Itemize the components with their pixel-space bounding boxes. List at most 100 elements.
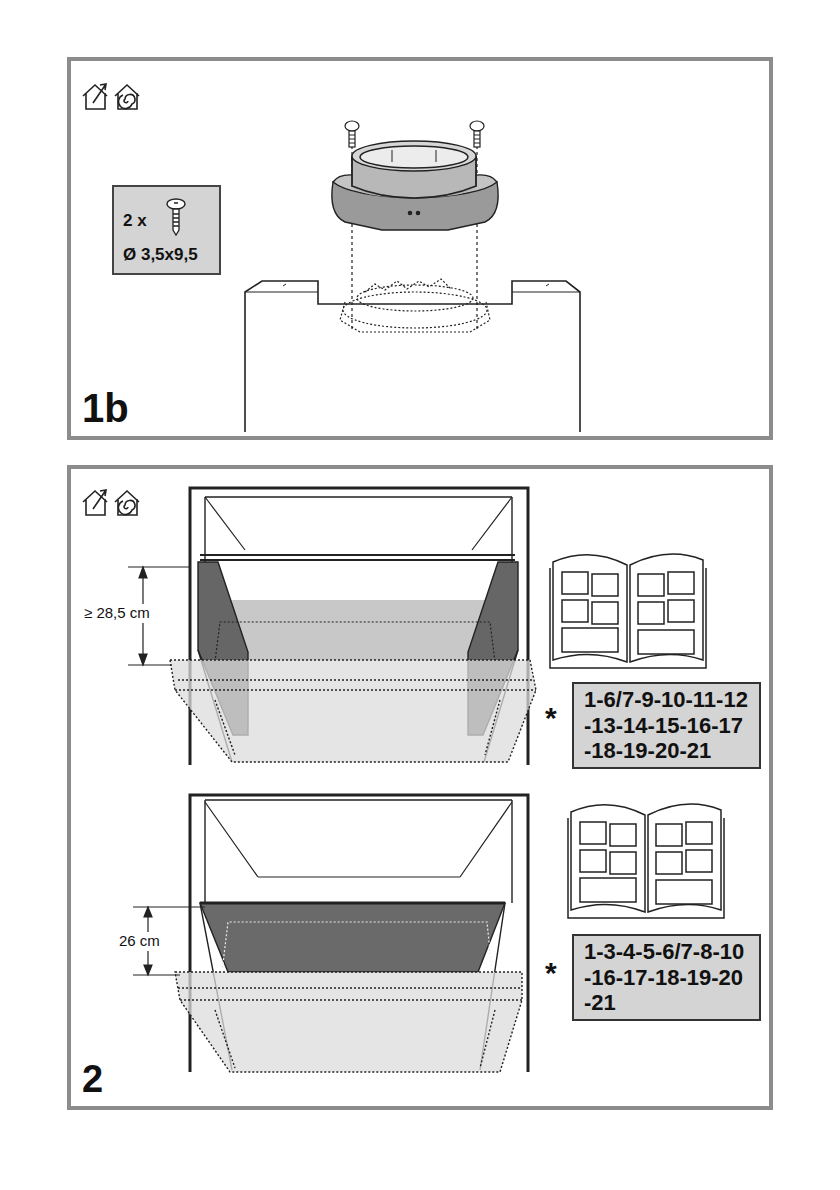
step-panel: 1b 2 x Ø 3,5x9,5 bbox=[67, 57, 773, 440]
screw bbox=[345, 121, 359, 131]
mode-icons bbox=[115, 85, 139, 109]
manual-book-icon bbox=[656, 880, 712, 904]
wall-cabinet bbox=[205, 800, 512, 903]
mode-icons bbox=[83, 490, 139, 515]
manual-book-icon bbox=[562, 600, 588, 622]
screw bbox=[474, 135, 480, 143]
screw-icon bbox=[173, 203, 179, 235]
motor-outlet-dotted bbox=[365, 279, 451, 292]
footnote-mark: * bbox=[543, 700, 559, 735]
mode-icons bbox=[115, 491, 139, 515]
motor-outlet-dotted bbox=[343, 292, 487, 328]
manual-book-icon bbox=[686, 822, 712, 844]
outlet-adapter bbox=[392, 150, 436, 162]
dimension-label: ≥ 28,5 cm bbox=[82, 604, 152, 623]
manual-book-icon bbox=[630, 554, 703, 662]
mode-icons bbox=[83, 85, 107, 109]
outlet-adapter bbox=[360, 146, 468, 168]
manual-book-icon bbox=[568, 804, 724, 918]
outlet-adapter bbox=[352, 141, 476, 171]
step-sequence-box: 1-6/7-9-10-11-12-13-14-15-16-17-18-19-20… bbox=[572, 682, 761, 769]
hood-outline-dotted bbox=[170, 660, 536, 762]
dimension-label: 26 cm bbox=[117, 932, 162, 951]
hood-outline-dotted bbox=[170, 660, 536, 762]
step-sequence-box: 1-3-4-5-6/7-8-10-16-17-18-19-20-21 bbox=[572, 934, 761, 1021]
hood-outline-dotted bbox=[178, 988, 522, 1068]
manual-book-icon bbox=[668, 572, 694, 594]
screw-spec: Ø 3,5x9,5 bbox=[123, 245, 211, 265]
screw-guides bbox=[352, 140, 477, 330]
screw bbox=[474, 131, 480, 147]
wall-cabinet bbox=[230, 600, 485, 660]
wall-cabinet bbox=[215, 622, 495, 662]
manual-book-icon bbox=[580, 822, 606, 844]
outlet-adapter bbox=[332, 141, 498, 230]
manual-book-icon bbox=[638, 630, 694, 654]
hood-outline-dotted bbox=[175, 972, 522, 1072]
manual-book-icon bbox=[668, 600, 694, 622]
manual-book-icon bbox=[638, 574, 664, 596]
mode-icons bbox=[93, 490, 106, 509]
manual-book-icon bbox=[580, 878, 636, 902]
step-sequence: 1-3-4-5-6/7-8-10-16-17-18-19-20-21 bbox=[584, 939, 749, 1016]
manual-book-icon bbox=[656, 852, 682, 874]
wall-cabinet bbox=[200, 555, 515, 560]
wall-cabinet bbox=[205, 497, 512, 562]
screw bbox=[349, 135, 355, 143]
wall-cabinet bbox=[200, 902, 505, 905]
manual-book-icon bbox=[562, 628, 618, 652]
motor-outlet-dotted bbox=[340, 302, 490, 332]
mode-icons bbox=[115, 491, 139, 515]
mode-icons bbox=[83, 491, 107, 515]
screw bbox=[470, 121, 484, 131]
hood-outline-dotted bbox=[175, 972, 522, 1072]
manual-book-icon bbox=[610, 852, 636, 874]
step-sequence: 1-6/7-9-10-11-12-13-14-15-16-17-18-19-20… bbox=[584, 687, 749, 764]
wall-cabinet bbox=[205, 802, 512, 877]
screw bbox=[349, 131, 355, 147]
manual-book-icon bbox=[571, 805, 645, 912]
manual-book-icon bbox=[592, 602, 618, 624]
manual-book-icon bbox=[656, 824, 682, 846]
hood-chimney bbox=[245, 281, 580, 432]
manual-book-icon bbox=[553, 555, 627, 662]
screw-guides bbox=[352, 140, 477, 330]
screw-icon bbox=[164, 197, 188, 237]
hood-chimney bbox=[245, 281, 580, 432]
screw-spec: 2 x bbox=[123, 211, 211, 231]
manual-book-icon bbox=[686, 850, 712, 872]
mode-icons bbox=[118, 94, 135, 108]
manual-book-icon bbox=[638, 602, 664, 624]
motor-outlet-dotted bbox=[357, 285, 473, 311]
manual-book-icon bbox=[550, 554, 706, 668]
step-number: 2 bbox=[82, 1060, 103, 1098]
mode-icons bbox=[115, 85, 139, 109]
dimension-line bbox=[144, 965, 152, 975]
wall-cabinet bbox=[205, 497, 512, 550]
mode-icons bbox=[93, 84, 106, 103]
step-panel: 2 1-6/7-9-10-11-12-13-14-15-16-17-18-19-2… bbox=[67, 465, 773, 1110]
step-number: 1b bbox=[82, 388, 129, 428]
manual-book-icon bbox=[562, 572, 588, 594]
manual-book-icon bbox=[610, 824, 636, 846]
screw bbox=[345, 121, 484, 147]
hood-outline-dotted bbox=[175, 680, 536, 755]
dimension-line bbox=[144, 907, 152, 917]
dimension-line bbox=[139, 654, 147, 665]
manual-book-icon bbox=[648, 804, 721, 912]
mode-icons bbox=[118, 500, 135, 514]
outlet-adapter bbox=[352, 174, 476, 198]
dimension-line bbox=[139, 567, 147, 578]
footnote-mark: * bbox=[543, 955, 559, 990]
outlet-adapter bbox=[416, 211, 419, 214]
motor-outlet-dotted bbox=[340, 279, 490, 332]
manual-book-icon bbox=[592, 574, 618, 596]
mode-icons bbox=[83, 84, 139, 109]
manual-book-icon bbox=[580, 850, 606, 872]
outlet-adapter bbox=[408, 211, 411, 214]
screw-spec-box: 2 x Ø 3,5x9,5 bbox=[112, 185, 221, 275]
wall-cabinet bbox=[200, 903, 505, 972]
screw-icon bbox=[167, 199, 185, 209]
wall-cabinet bbox=[222, 922, 492, 972]
